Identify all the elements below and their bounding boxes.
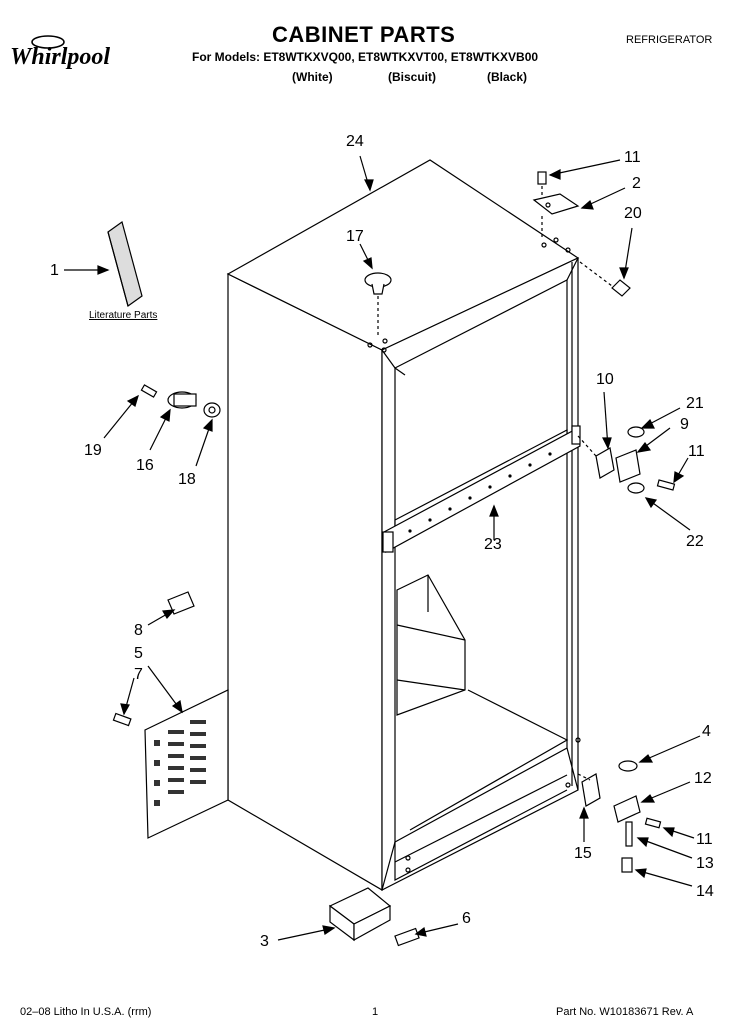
logo-ring-icon — [31, 35, 65, 49]
roller-assembly — [328, 887, 420, 947]
grille-panel — [112, 591, 229, 839]
page-title: CABINET PARTS — [272, 22, 456, 47]
callout-3: 3 — [260, 933, 269, 950]
callout-23: 23 — [484, 536, 502, 553]
callout-11-low: 11 — [696, 831, 713, 848]
callout-4: 4 — [702, 723, 711, 740]
callout-22: 22 — [686, 533, 704, 550]
callout-8: 8 — [134, 622, 143, 639]
bottom-hinge — [577, 760, 662, 873]
callout-18: 18 — [178, 471, 196, 488]
part-number: Part No. W10183671 Rev. A — [556, 1006, 694, 1018]
callout-9: 9 — [680, 416, 689, 433]
callout-14: 14 — [696, 883, 714, 900]
center-hinge — [577, 426, 676, 494]
brand-name: Whirlpool — [10, 44, 111, 70]
callout-6: 6 — [462, 910, 471, 927]
callout-24: 24 — [346, 133, 364, 150]
color-biscuit: (Biscuit) — [388, 70, 436, 84]
footer-litho: 02–08 Litho In U.S.A. (rrm) — [20, 1006, 152, 1018]
callout-20: 20 — [624, 205, 642, 222]
leader-lines — [64, 155, 701, 941]
brand-logo: Whirlpool — [8, 30, 158, 76]
callout-12: 12 — [694, 770, 712, 787]
front-rail — [382, 425, 581, 553]
category-label: REFRIGERATOR — [626, 34, 713, 46]
callout-1: 1 — [50, 262, 59, 279]
callout-17: 17 — [346, 228, 364, 245]
callout-10: 10 — [596, 371, 614, 388]
callout-2: 2 — [632, 175, 641, 192]
page-number: 1 — [372, 1006, 379, 1018]
models-line: For Models: ET8WTKXVQ00, ET8WTKXVT00, ET… — [192, 50, 539, 64]
callout-16: 16 — [136, 457, 154, 474]
top-hinge — [532, 171, 631, 297]
color-black: (Black) — [487, 70, 528, 84]
callout-7: 7 — [134, 666, 143, 683]
callout-13: 13 — [696, 855, 714, 872]
literature-parts-label: Literature Parts — [89, 310, 158, 321]
callout-19: 19 — [84, 442, 102, 459]
callout-5: 5 — [134, 645, 143, 662]
callout-11-mid: 11 — [688, 443, 705, 460]
callout-21: 21 — [686, 395, 704, 412]
callout-15: 15 — [574, 845, 592, 862]
callout-11-top: 11 — [624, 149, 641, 166]
left-bracket — [140, 384, 221, 418]
color-white: (White) — [292, 70, 333, 84]
